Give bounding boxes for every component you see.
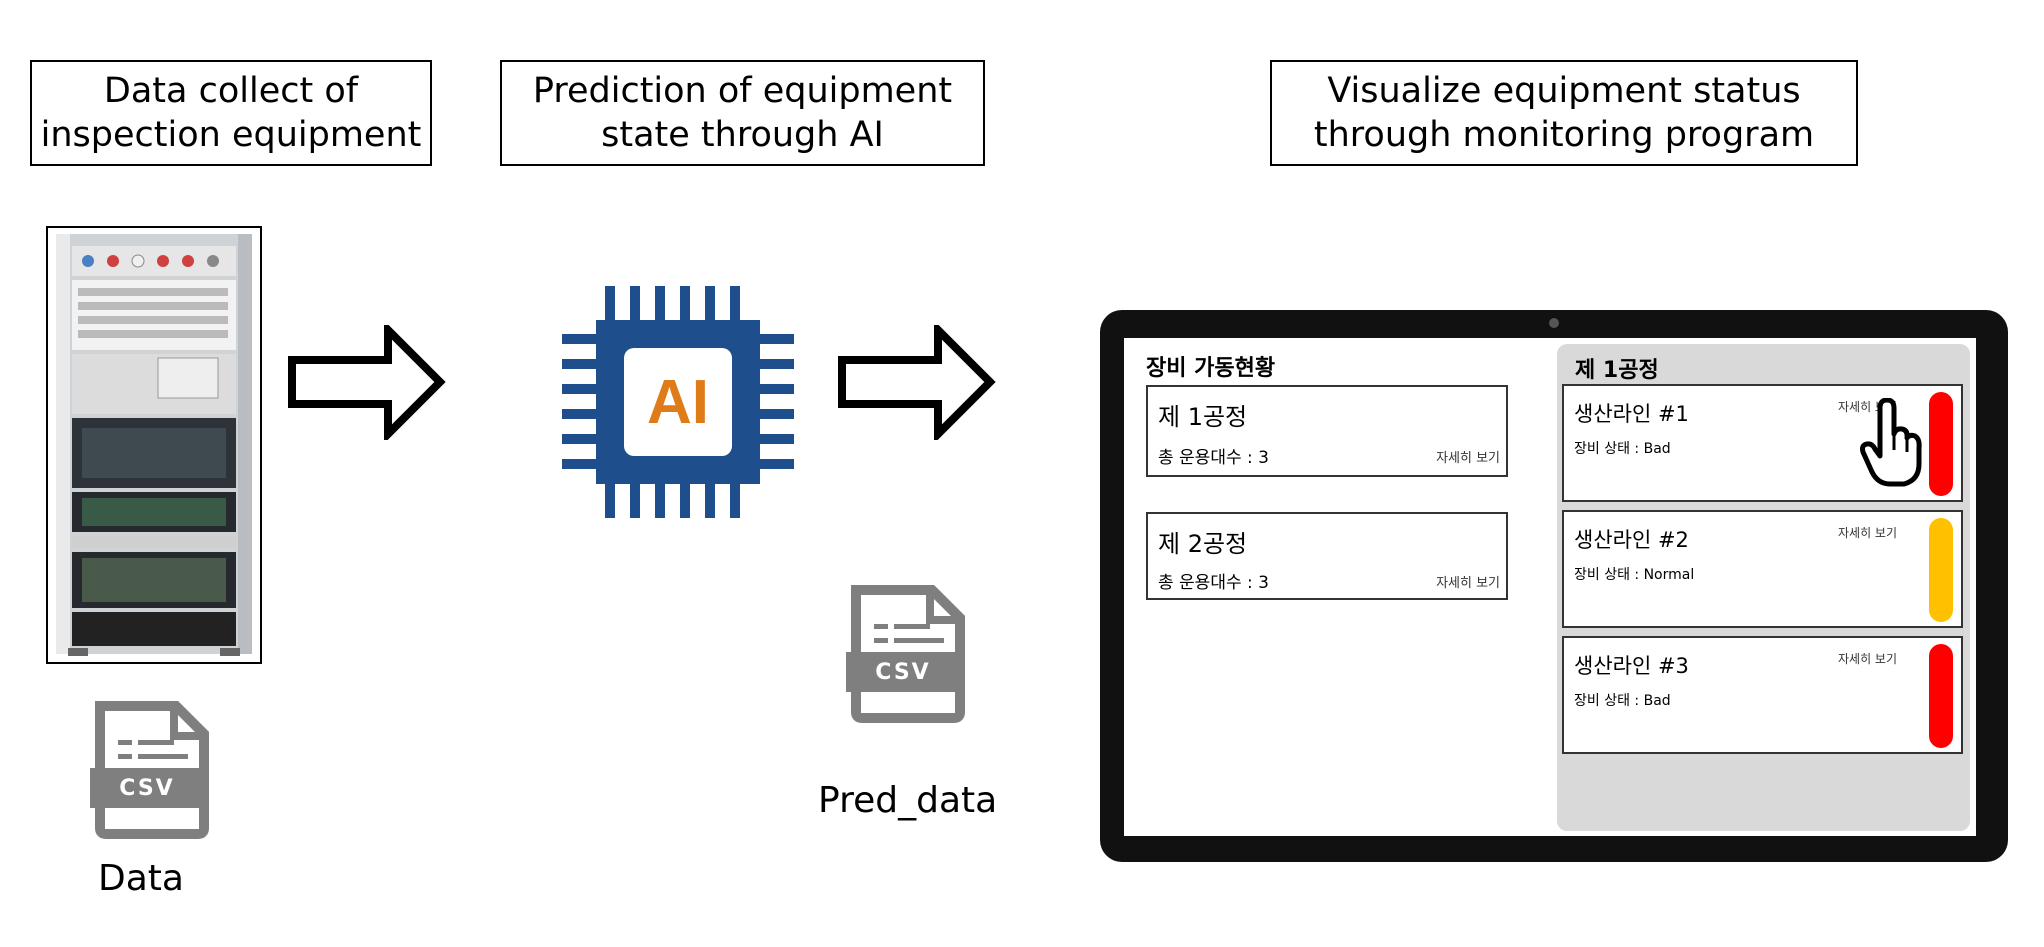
- pred-data-file-label: Pred_data: [818, 780, 998, 821]
- step-text-line2: state through AI: [601, 115, 884, 155]
- right-arrow-icon: [838, 325, 996, 440]
- status-indicator-bad: [1929, 644, 1953, 748]
- step-text-line1: Data collect of: [103, 71, 359, 111]
- step-text-line1: Visualize equipment status: [1327, 71, 1801, 111]
- line-name: 생산라인 #3: [1574, 654, 1689, 678]
- details-link[interactable]: 자세히 보기: [1838, 526, 1898, 540]
- production-line-card[interactable]: 생산라인 #3 장비 상태 : Bad 자세히 보기: [1562, 636, 1963, 754]
- csv-file-icon: CSV: [846, 584, 966, 728]
- ai-chip-label: AI: [647, 367, 709, 437]
- line-status-text: 장비 상태 : Normal: [1574, 567, 1695, 583]
- details-link[interactable]: 자세히 보기: [1436, 451, 1500, 466]
- process-count: 총 운용대수 : 3: [1158, 448, 1269, 468]
- hand-pointer-icon: [1860, 398, 1922, 487]
- step-text-line1: Prediction of equipment: [532, 71, 953, 111]
- line-name: 생산라인 #2: [1574, 528, 1689, 552]
- step-text-line2: inspection equipment: [40, 115, 422, 155]
- right-arrow-icon: [288, 325, 446, 440]
- process-count: 총 운용대수 : 3: [1158, 573, 1269, 593]
- status-indicator-bad: [1929, 392, 1953, 496]
- ai-chip-icon: AI: [560, 284, 796, 524]
- line-status-text: 장비 상태 : Bad: [1574, 441, 1671, 457]
- status-indicator-normal: [1929, 518, 1953, 622]
- line-status-text: 장비 상태 : Bad: [1574, 693, 1671, 709]
- step-box-visualize: Visualize equipment status through monit…: [1270, 60, 1858, 166]
- csv-badge: CSV: [119, 775, 175, 801]
- step-box-data-collect: Data collect of inspection equipment: [30, 60, 432, 166]
- process-card[interactable]: 제 2공정 총 운용대수 : 3 자세히 보기: [1146, 512, 1508, 600]
- details-link[interactable]: 자세히 보기: [1838, 652, 1898, 666]
- process-name: 제 1공정: [1158, 403, 1248, 431]
- data-file-label: Data: [98, 858, 184, 899]
- csv-file-icon: CSV: [90, 700, 210, 844]
- equipment-status-title: 장비 가동현황: [1146, 356, 1276, 381]
- step-box-prediction: Prediction of equipment state through AI: [500, 60, 985, 166]
- process-card[interactable]: 제 1공정 총 운용대수 : 3 자세히 보기: [1146, 385, 1508, 477]
- csv-badge: CSV: [875, 659, 931, 685]
- production-line-card[interactable]: 생산라인 #2 장비 상태 : Normal 자세히 보기: [1562, 510, 1963, 628]
- process-detail-title: 제 1공정: [1575, 358, 1659, 383]
- step-text-line2: through monitoring program: [1313, 115, 1815, 155]
- equipment-rack-image: [46, 226, 262, 664]
- tablet-camera: [1549, 318, 1559, 328]
- line-name: 생산라인 #1: [1574, 402, 1689, 426]
- details-link[interactable]: 자세히 보기: [1436, 576, 1500, 591]
- process-name: 제 2공정: [1158, 530, 1248, 558]
